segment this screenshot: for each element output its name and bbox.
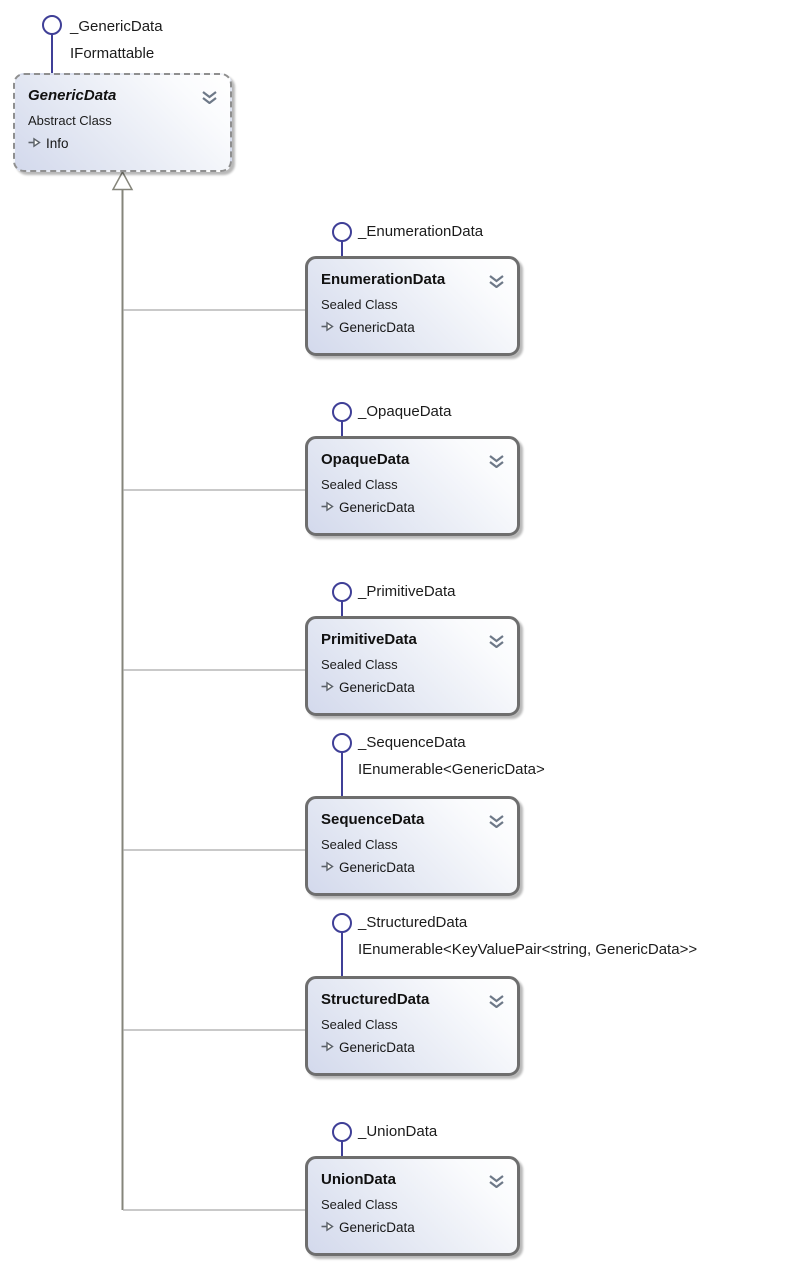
member-arrow-icon — [321, 1040, 334, 1055]
member-label: GenericData — [339, 1220, 415, 1235]
interface-lollipop-icon[interactable] — [332, 913, 352, 933]
class-box-enumerationdata[interactable]: EnumerationData Sealed Class GenericData — [305, 256, 520, 356]
class-header: StructuredData — [321, 987, 505, 1016]
class-stereotype: Abstract Class — [28, 113, 112, 128]
class-box-opaquedata[interactable]: OpaqueData Sealed Class GenericData — [305, 436, 520, 536]
interface-label[interactable]: IFormattable — [70, 45, 155, 62]
collapse-chevron-icon[interactable] — [488, 451, 505, 476]
lollipop-stem — [341, 1140, 343, 1156]
interface-lollipop-icon[interactable] — [332, 582, 352, 602]
class-title: PrimitiveData — [321, 631, 417, 648]
interface-label[interactable]: IEnumerable<KeyValuePair<string, Generic… — [358, 941, 698, 958]
member-label: GenericData — [339, 1040, 415, 1055]
lollipop-stem — [341, 931, 343, 976]
class-header: SequenceData — [321, 807, 505, 836]
interface-label[interactable]: IEnumerable<GenericData> — [358, 761, 545, 778]
inheritance-arrowhead-icon[interactable] — [111, 170, 134, 191]
class-header: PrimitiveData — [321, 627, 505, 656]
class-header: EnumerationData — [321, 267, 505, 296]
class-header: GenericData — [28, 83, 218, 112]
member-row[interactable]: GenericData — [321, 680, 505, 695]
member-arrow-icon — [321, 320, 334, 335]
member-label: Info — [46, 136, 69, 151]
member-arrow-icon — [321, 500, 334, 515]
class-stereotype: Sealed Class — [321, 1017, 398, 1032]
interface-lollipop-icon[interactable] — [332, 1122, 352, 1142]
member-label: GenericData — [339, 680, 415, 695]
class-title: OpaqueData — [321, 451, 410, 468]
class-stereotype: Sealed Class — [321, 297, 398, 312]
member-arrow-icon — [321, 680, 334, 695]
lollipop-stem — [341, 600, 343, 616]
class-stereotype: Sealed Class — [321, 1197, 398, 1212]
member-label: GenericData — [339, 500, 415, 515]
class-stereotype: Sealed Class — [321, 477, 398, 492]
class-box-sequencedata[interactable]: SequenceData Sealed Class GenericData — [305, 796, 520, 896]
collapse-chevron-icon[interactable] — [488, 271, 505, 296]
interface-label[interactable]: _GenericData — [70, 18, 163, 35]
class-title: StructuredData — [321, 991, 430, 1008]
member-arrow-icon — [321, 860, 334, 875]
member-row[interactable]: GenericData — [321, 860, 505, 875]
class-box-uniondata[interactable]: UnionData Sealed Class GenericData — [305, 1156, 520, 1256]
interface-lollipop-icon[interactable] — [42, 15, 62, 35]
collapse-chevron-icon[interactable] — [488, 991, 505, 1016]
collapse-chevron-icon[interactable] — [201, 87, 218, 112]
class-box-primitivedata[interactable]: PrimitiveData Sealed Class GenericData — [305, 616, 520, 716]
class-box-genericdata[interactable]: GenericData Abstract Class Info — [13, 73, 232, 172]
class-title: SequenceData — [321, 811, 425, 828]
interface-lollipop-icon[interactable] — [332, 222, 352, 242]
member-row[interactable]: GenericData — [321, 320, 505, 335]
interface-label[interactable]: _EnumerationData — [358, 223, 484, 240]
lollipop-stem — [341, 240, 343, 256]
member-arrow-icon — [28, 136, 41, 151]
interface-lollipop-icon[interactable] — [332, 733, 352, 753]
class-header: OpaqueData — [321, 447, 505, 476]
collapse-chevron-icon[interactable] — [488, 1171, 505, 1196]
interface-label[interactable]: _StructuredData — [358, 914, 468, 931]
collapse-chevron-icon[interactable] — [488, 811, 505, 836]
lollipop-stem — [51, 33, 53, 74]
member-arrow-icon — [321, 1220, 334, 1235]
class-stereotype: Sealed Class — [321, 837, 398, 852]
class-box-structureddata[interactable]: StructuredData Sealed Class GenericData — [305, 976, 520, 1076]
member-row[interactable]: Info — [28, 136, 218, 151]
member-label: GenericData — [339, 320, 415, 335]
class-header: UnionData — [321, 1167, 505, 1196]
lollipop-stem — [341, 420, 343, 436]
class-stereotype: Sealed Class — [321, 657, 398, 672]
member-row[interactable]: GenericData — [321, 1220, 505, 1235]
interface-lollipop-icon[interactable] — [332, 402, 352, 422]
class-title: EnumerationData — [321, 271, 446, 288]
collapse-chevron-icon[interactable] — [488, 631, 505, 656]
interface-label[interactable]: _UnionData — [358, 1123, 438, 1140]
member-row[interactable]: GenericData — [321, 500, 505, 515]
class-title: UnionData — [321, 1171, 396, 1188]
interface-label[interactable]: _PrimitiveData — [358, 583, 456, 600]
interface-label[interactable]: _OpaqueData — [358, 403, 452, 420]
class-title: GenericData — [28, 87, 117, 104]
member-label: GenericData — [339, 860, 415, 875]
interface-label[interactable]: _SequenceData — [358, 734, 466, 751]
member-row[interactable]: GenericData — [321, 1040, 505, 1055]
lollipop-stem — [341, 751, 343, 796]
